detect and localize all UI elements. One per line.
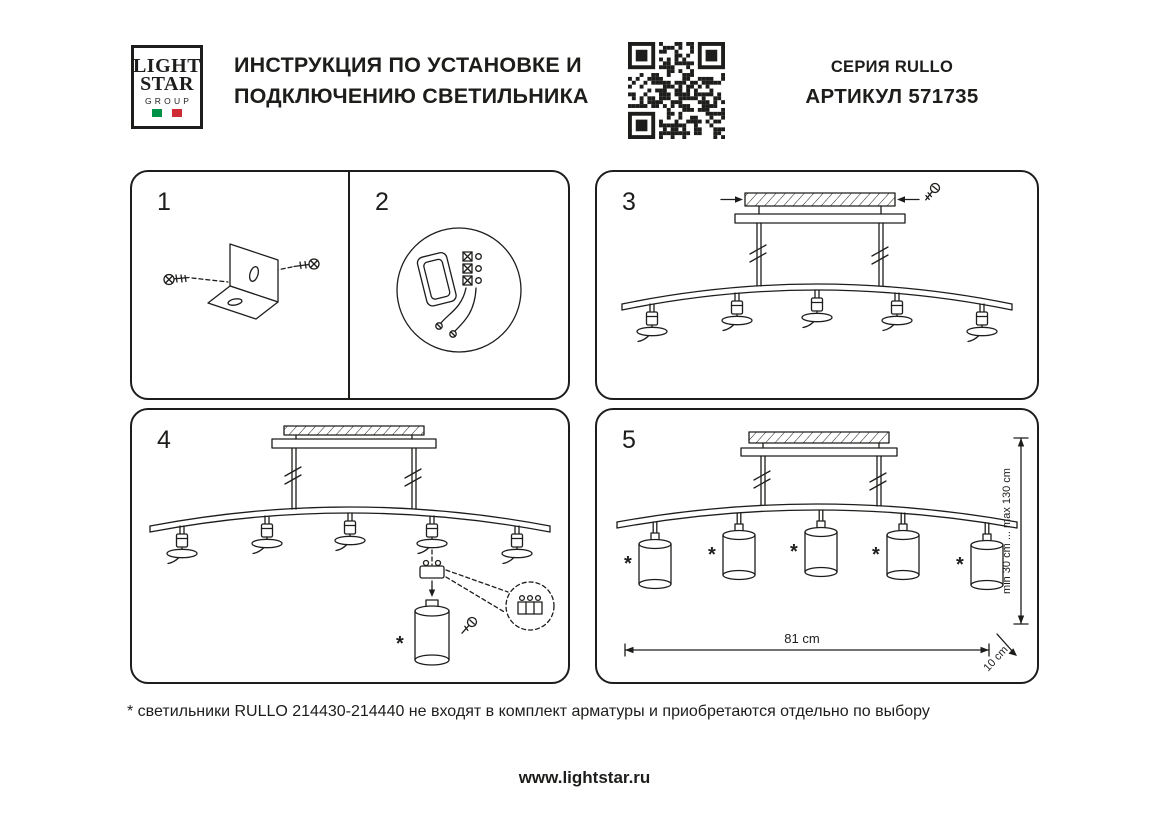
lamp-shade — [414, 599, 450, 666]
suspension-rods — [284, 447, 422, 510]
step-2-number: 2 — [375, 188, 389, 216]
mounting-bar — [740, 447, 898, 457]
dimension-width: 81 cm — [624, 631, 990, 657]
lightstar-logo: LIGHT STAR GROUP — [131, 45, 203, 129]
mounting-bar — [734, 213, 906, 224]
lamp-shade — [804, 509, 838, 578]
dimension-height-label: min 30 cm ... max 130 cm — [1001, 468, 1013, 594]
lamp-holder — [251, 515, 283, 555]
asterisk-mark: * — [624, 553, 632, 575]
terminal-block-icon — [462, 251, 482, 286]
ceiling-plate — [748, 431, 890, 444]
logo-text-group: GROUP — [145, 96, 193, 107]
curved-rail — [621, 283, 1013, 311]
panel-step-3: 3 — [595, 170, 1039, 400]
step-3-diagram-ceiling-rail — [621, 182, 1013, 343]
step-5-diagram-final-assembly: * * * — [616, 431, 1029, 674]
asterisk-mark: * — [708, 544, 716, 566]
lamp-shade — [970, 522, 1004, 591]
detail-circle — [396, 227, 522, 353]
terminal-detail-circle — [505, 581, 555, 631]
product-codes: СЕРИЯ RULLO АРТИКУЛ 571735 — [792, 58, 992, 109]
dimension-offset: 10 cm — [981, 633, 1017, 674]
wires — [435, 287, 477, 338]
asterisk-mark: * — [956, 554, 964, 576]
lamp-shade — [722, 512, 756, 581]
step-1-diagram-mounting-bracket — [163, 243, 320, 320]
lamp-attachment-detail — [414, 549, 555, 666]
panel-steps-1-2: 1 2 — [130, 170, 570, 400]
lamp-holder — [166, 525, 198, 565]
lamp-holder — [966, 303, 998, 343]
mounting-bar — [271, 438, 437, 449]
suspension-rods — [749, 222, 889, 287]
screw-icon — [925, 182, 941, 201]
lamp-shade — [638, 521, 672, 590]
series-label: СЕРИЯ RULLO — [830, 58, 954, 76]
junction-box — [416, 252, 457, 307]
title-line-1: ИНСТРУКЦИЯ ПО УСТАНОВКЕ И — [234, 53, 582, 77]
step-4-number: 4 — [157, 426, 171, 454]
lamp-holder — [501, 525, 533, 565]
step-1-number: 1 — [157, 188, 171, 216]
logo-text-light: LIGHT — [132, 54, 202, 77]
lamp-holder — [334, 512, 366, 552]
step-5-number: 5 — [622, 426, 636, 454]
qr-code — [628, 42, 725, 139]
lamp-holder — [721, 292, 753, 332]
mounting-bracket — [207, 243, 279, 320]
ceiling-plate — [744, 192, 896, 207]
asterisk-mark: * — [790, 541, 798, 563]
asterisk-mark: * — [872, 544, 880, 566]
title-line-2: ПОДКЛЮЧЕНИЮ СВЕТИЛЬНИКА — [234, 84, 589, 108]
panel-step-4: 4 — [130, 408, 570, 684]
step-4-diagram-holders-and-lamp-detail: * — [149, 425, 555, 666]
footnote: * светильники RULLO 214430-214440 не вхо… — [127, 703, 930, 720]
panel-step-5: 5 — [595, 408, 1039, 684]
curved-rail — [149, 506, 551, 533]
italian-flag-icon — [152, 109, 182, 118]
article-label: АРТИКУЛ 571735 — [805, 85, 979, 108]
document-title: ИНСТРУКЦИЯ ПО УСТАНОВКЕ И ПОДКЛЮЧЕНИЮ СВ… — [234, 50, 589, 112]
lamp-shade — [886, 512, 920, 581]
screw-icon — [293, 258, 320, 270]
lamp-holder — [416, 515, 448, 555]
lamp-holder — [881, 292, 913, 332]
suspension-rods — [753, 455, 887, 507]
step-3-number: 3 — [622, 188, 636, 216]
lamp-holder — [636, 303, 668, 343]
asterisk-mark: * — [396, 633, 404, 655]
dimension-offset-label: 10 cm — [981, 644, 1010, 674]
ceiling-plate — [283, 425, 425, 436]
logo-text-star: STAR — [140, 73, 194, 95]
panel-divider — [348, 172, 350, 398]
curved-rail — [616, 503, 1018, 529]
lamp-holder — [801, 289, 833, 329]
screw-icon — [461, 616, 478, 634]
step-2-diagram-wiring-connection — [396, 227, 522, 353]
screw-icon — [163, 273, 190, 286]
dimension-width-label: 81 cm — [784, 631, 819, 646]
website-url: www.lightstar.ru — [518, 768, 651, 787]
dimension-height-range: min 30 cm ... max 130 cm — [1001, 437, 1029, 625]
